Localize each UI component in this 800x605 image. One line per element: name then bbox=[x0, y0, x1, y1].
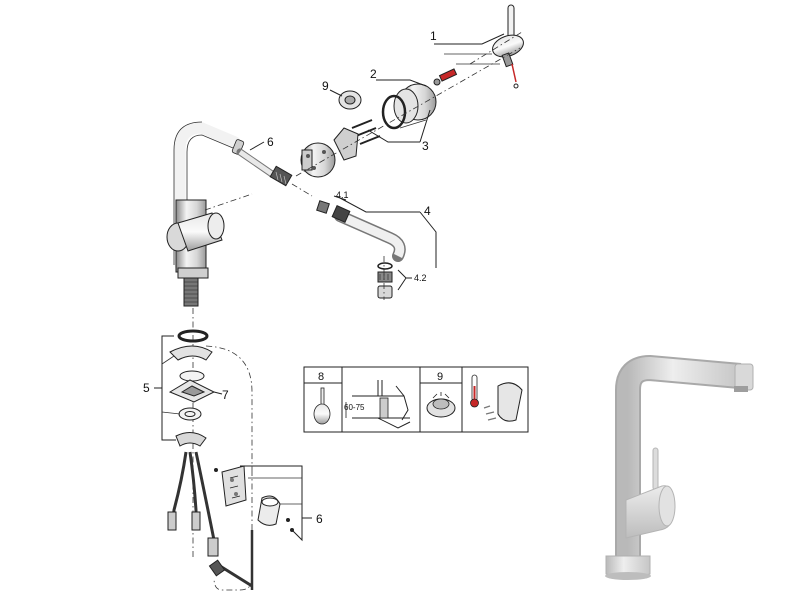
faucet-body-drawing bbox=[166, 121, 253, 307]
callout-4: 4 bbox=[424, 204, 431, 218]
callout-4-1: 4.1 bbox=[336, 190, 349, 200]
mounting-kit-drawing bbox=[167, 308, 254, 591]
info-table: 8 9 60-75 bbox=[303, 366, 529, 433]
callout-9: 9 bbox=[322, 79, 329, 93]
table-header-9: 9 bbox=[437, 371, 443, 383]
leader-lines bbox=[154, 33, 505, 542]
product-photo bbox=[605, 354, 754, 580]
callout-4-2: 4.2 bbox=[414, 273, 427, 283]
counter-thickness-label: 60-75 bbox=[344, 403, 365, 412]
callout-5: 5 bbox=[143, 381, 150, 395]
handle-icon bbox=[313, 387, 331, 425]
limiter-ring-icon bbox=[426, 392, 456, 418]
callout-1: 1 bbox=[430, 29, 437, 43]
hose-guide-drawing bbox=[214, 465, 294, 532]
hose-connector-drawing bbox=[236, 148, 313, 197]
callout-2: 2 bbox=[370, 67, 377, 81]
cartridge-assembly-drawing bbox=[295, 4, 524, 178]
thermometer-icon bbox=[470, 374, 479, 408]
callout-6-top: 6 bbox=[267, 135, 274, 149]
callout-3: 3 bbox=[422, 139, 429, 153]
callout-7: 7 bbox=[222, 388, 229, 402]
limit-lever-icon bbox=[483, 382, 523, 422]
counter-thickness-icon: 60-75 bbox=[344, 380, 411, 429]
table-header-8: 8 bbox=[318, 371, 324, 383]
spout-assembly-drawing bbox=[316, 200, 406, 300]
callouts: 1 2 3 9 6 4 4.1 4.2 5 7 6 bbox=[143, 29, 437, 526]
callout-6-bottom: 6 bbox=[316, 512, 323, 526]
